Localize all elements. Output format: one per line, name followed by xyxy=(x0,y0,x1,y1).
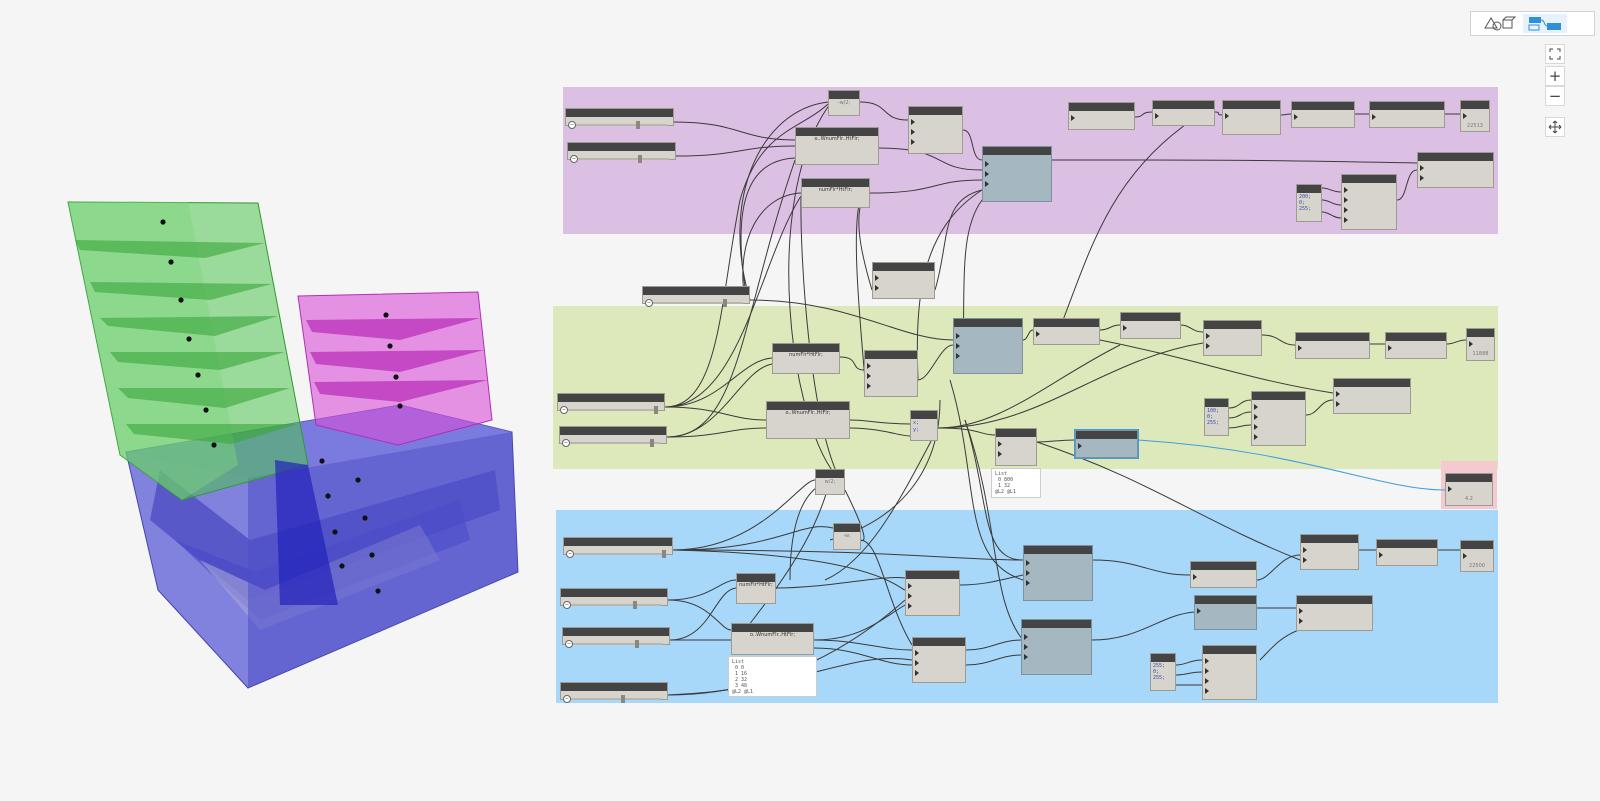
function-node[interactable] xyxy=(1291,101,1355,128)
code-block-node[interactable]: numFlr*HtFlr; xyxy=(736,573,776,604)
watch-node[interactable]: 4.2 xyxy=(1445,473,1493,506)
function-node[interactable] xyxy=(908,106,963,154)
graph-view-icon[interactable] xyxy=(1523,14,1567,33)
code-block-node[interactable]: o..WnumFlr..HtFlr; xyxy=(731,623,814,655)
code-block-node[interactable]: x;y; xyxy=(910,410,938,441)
function-node[interactable] xyxy=(1222,100,1281,135)
list-node[interactable] xyxy=(995,428,1037,466)
code-block-node[interactable]: numFlr*HtFlr; xyxy=(772,343,840,374)
function-node[interactable] xyxy=(1376,539,1438,566)
zoom-to-fit-button[interactable] xyxy=(1545,44,1565,64)
slider-collapse-icon[interactable]: − xyxy=(568,121,576,129)
slider-collapse-icon[interactable]: − xyxy=(562,439,570,447)
function-node[interactable] xyxy=(1190,561,1257,588)
green-tower-mass xyxy=(67,201,338,605)
zoom-in-button[interactable]: + xyxy=(1545,66,1565,86)
function-node[interactable] xyxy=(1296,595,1373,631)
number-slider[interactable]: − xyxy=(567,142,676,163)
geometry-preview-icon[interactable] xyxy=(1477,14,1521,33)
number-slider[interactable]: − xyxy=(560,588,668,609)
slider-collapse-icon[interactable]: − xyxy=(560,406,568,414)
function-node[interactable] xyxy=(1417,152,1494,188)
slider-collapse-icon[interactable]: − xyxy=(566,550,574,558)
function-node[interactable] xyxy=(1194,595,1257,630)
function-node[interactable] xyxy=(905,570,960,616)
function-node[interactable] xyxy=(1203,320,1262,356)
slider-collapse-icon[interactable]: − xyxy=(565,640,573,648)
zoom-out-button[interactable]: − xyxy=(1545,86,1565,106)
code-block-node[interactable]: 100; 0; 255; xyxy=(1204,398,1229,436)
function-node[interactable] xyxy=(1385,332,1447,359)
surface-node[interactable] xyxy=(1021,619,1092,675)
node-preview-bubble: List 0 800 1 32 @L2 @L1 xyxy=(991,468,1041,498)
code-block-node[interactable]: 255; 0; 255; xyxy=(1150,653,1176,691)
number-slider[interactable]: − xyxy=(557,393,665,414)
slider-collapse-icon[interactable]: − xyxy=(645,299,653,307)
selected-node[interactable] xyxy=(1074,429,1139,459)
floor-centroid-points xyxy=(160,219,403,594)
code-block-node[interactable]: -w; xyxy=(833,523,861,550)
function-node[interactable] xyxy=(872,262,935,299)
code-block-node[interactable]: o..WnumFlr..HtFlr; xyxy=(795,127,879,165)
function-node[interactable] xyxy=(912,637,966,683)
function-node[interactable] xyxy=(1152,100,1215,126)
pan-icon xyxy=(1548,120,1562,134)
number-slider[interactable]: − xyxy=(565,108,674,129)
surface-node[interactable] xyxy=(1023,545,1093,601)
pan-button[interactable] xyxy=(1545,117,1565,137)
zoom-to-fit-icon xyxy=(1549,48,1561,60)
geometry-preview xyxy=(67,201,519,689)
number-slider[interactable]: − xyxy=(642,286,750,307)
number-slider[interactable]: − xyxy=(562,627,670,648)
watch-node[interactable]: 22513 xyxy=(1460,100,1490,132)
slider-collapse-icon[interactable]: − xyxy=(563,601,571,609)
function-node[interactable] xyxy=(1369,101,1445,128)
color-byargb-node[interactable] xyxy=(1202,645,1257,700)
number-slider[interactable]: − xyxy=(560,682,668,703)
code-block-node[interactable]: -w/2; xyxy=(828,90,860,116)
surface-node[interactable] xyxy=(953,318,1023,374)
function-node[interactable] xyxy=(1033,318,1100,345)
view-toggle-toolbar xyxy=(1470,11,1595,36)
surface-node[interactable] xyxy=(982,146,1052,202)
code-block-node[interactable]: w/2; xyxy=(815,469,845,495)
slider-collapse-icon[interactable]: − xyxy=(563,695,571,703)
function-node[interactable] xyxy=(1120,312,1181,339)
number-slider[interactable]: − xyxy=(559,426,667,447)
code-block-node[interactable]: o..WnumFlr..HtFlr; xyxy=(766,401,850,439)
code-block-node[interactable]: numFlr*HtFlr; xyxy=(801,178,870,208)
function-node[interactable] xyxy=(1068,102,1135,130)
watch-node[interactable]: 11888 xyxy=(1466,328,1495,361)
slider-collapse-icon[interactable]: − xyxy=(570,155,578,163)
magenta-block-mass xyxy=(297,291,493,446)
function-node[interactable] xyxy=(1333,378,1411,414)
color-byargb-node[interactable] xyxy=(1341,174,1397,230)
color-byargb-node[interactable] xyxy=(1251,391,1306,446)
watch-node[interactable]: 22500 xyxy=(1460,540,1494,572)
number-slider[interactable]: − xyxy=(563,537,673,558)
function-node[interactable] xyxy=(864,350,918,397)
code-block-node[interactable]: 200; 0; 255; xyxy=(1296,184,1322,222)
function-node[interactable] xyxy=(1295,332,1370,359)
function-node[interactable] xyxy=(1300,534,1359,570)
node-preview-bubble: List 0 0 1 16 2 32 3 48 @L2 @L1 xyxy=(728,656,817,697)
